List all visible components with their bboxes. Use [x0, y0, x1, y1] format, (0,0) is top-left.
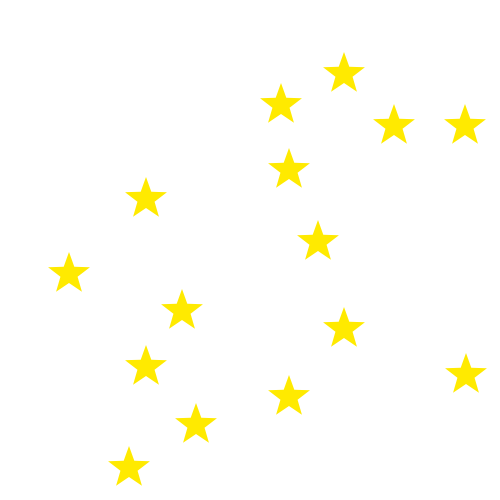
- star-icon: [106, 444, 152, 490]
- star-icon: [321, 50, 367, 96]
- star-icon: [159, 287, 205, 333]
- star-icon: [295, 218, 341, 264]
- star-icon: [46, 250, 92, 296]
- star-icon: [321, 305, 367, 351]
- star-icon: [371, 102, 417, 148]
- star-icon: [173, 401, 219, 447]
- star-icon: [266, 373, 312, 419]
- star-icon: [123, 343, 169, 389]
- star-icon: [258, 81, 304, 127]
- star-icon: [266, 146, 312, 192]
- star-icon: [443, 351, 489, 397]
- star-icon: [442, 102, 488, 148]
- star-icon: [123, 175, 169, 221]
